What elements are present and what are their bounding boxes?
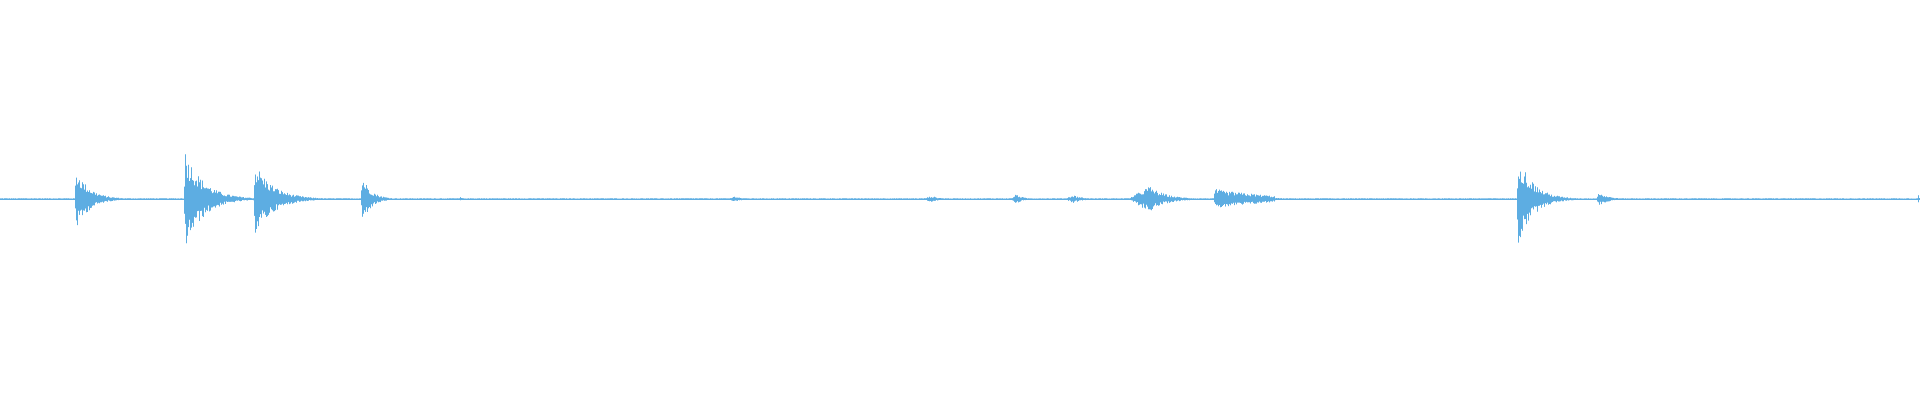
waveform-trace (0, 154, 1920, 244)
